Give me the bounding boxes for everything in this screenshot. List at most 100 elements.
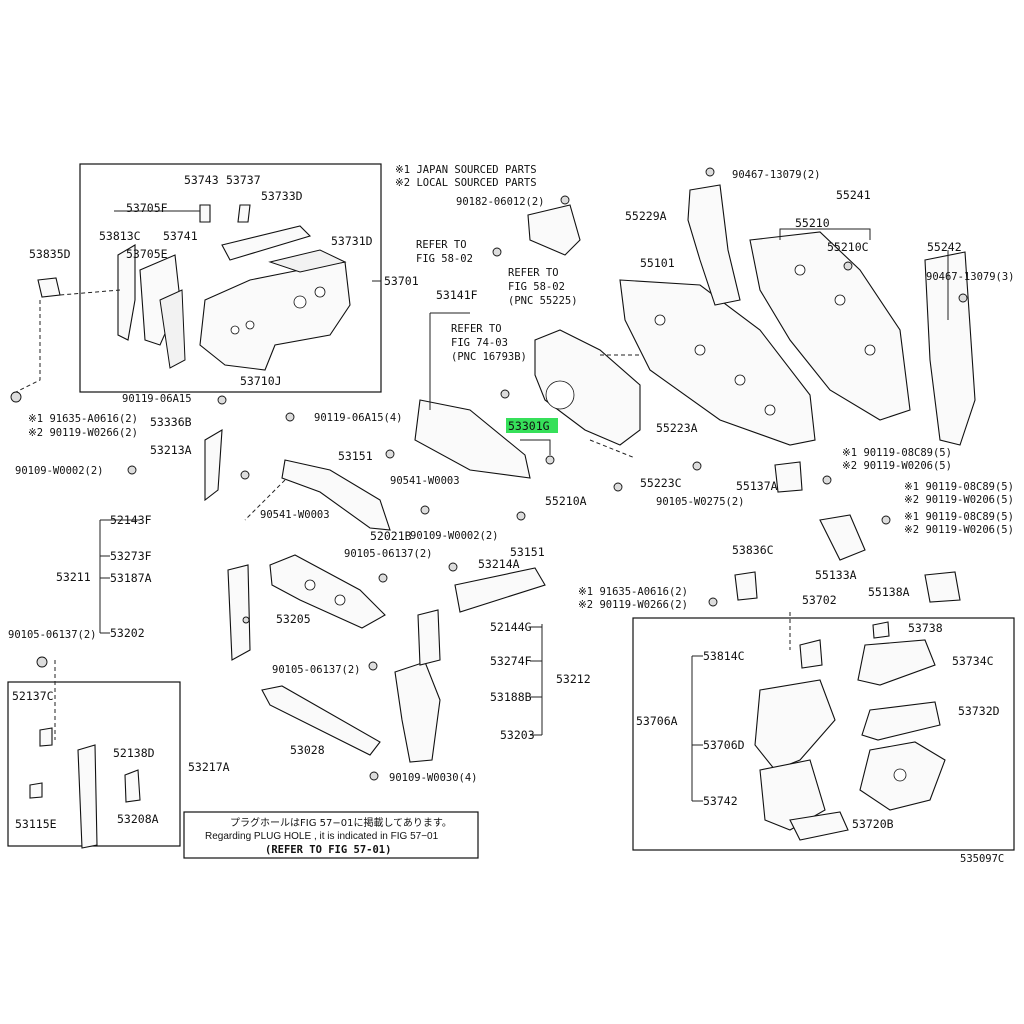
label-53205: 53205 [276,612,311,626]
label-55210: 55210 [795,216,830,230]
label-53151-b: 53151 [510,545,545,559]
label-53203: 53203 [500,728,535,742]
label-53336b: 53336B [150,415,192,429]
label-53702: 53702 [802,593,837,607]
label-90119-08c89-b: ※1 90119-08C89(5) [904,481,1014,493]
label-53743: 53743 [184,173,219,187]
label-ref-58b-2: FIG 58-02 [508,281,565,293]
legend-line-2: ※2 LOCAL SOURCED PARTS [395,177,537,189]
center-members-drawing [204,399,546,763]
label-53813c: 53813C [99,229,141,243]
label-ref-58-1: REFER TO [416,239,467,251]
note-english: Regarding PLUG HOLE , it is indicated in… [205,831,439,842]
label-55133a: 55133A [815,568,857,582]
label-52021b: 52021B [370,529,412,543]
label-53836c: 53836C [732,543,774,557]
label-52138d: 52138D [113,746,155,760]
label-53151-a: 53151 [338,449,373,463]
label-ref-58b-1: REFER TO [508,267,559,279]
label-90109-w0030: 90109-W0030(4) [389,772,478,784]
note-reference: (REFER TO FIG 57-01) [265,844,391,856]
label-53705e: 53705E [126,247,168,261]
label-53814c: 53814C [703,649,745,663]
note-japanese: プラグホールはFIG 57−01に掲載してあります。 [230,816,452,829]
label-53732d: 53732D [958,704,1000,718]
label-55223a: 55223A [656,421,698,435]
label-53214a: 53214A [478,557,520,571]
label-53835d: 53835D [29,247,71,261]
leader-lines [15,210,949,802]
apron-upper-assembly-drawing [117,204,351,371]
label-53738: 53738 [908,621,943,635]
label-55101: 55101 [640,256,675,270]
label-90119-06a15: 90119-06A15 [122,393,192,405]
label-90119-w0206-c: ※2 90119-W0206(5) [904,524,1014,536]
label-90541-w0003-a: 90541-W0003 [390,475,460,487]
label-55138a: 55138A [868,585,910,599]
label-ref-58b-3: (PNC 55225) [508,295,578,307]
label-55210c: 55210C [827,240,869,254]
label-53301g: 53301G [508,419,550,433]
label-90541-w0003-b: 90541-W0003 [260,509,330,521]
label-90109-w0002-b: 90109-W0002(2) [410,530,499,542]
label-53273f: 53273F [110,549,152,563]
label-52137c: 52137C [12,689,54,703]
label-55241: 55241 [836,188,871,202]
legend-line-1: ※1 JAPAN SOURCED PARTS [395,164,537,176]
label-55137a: 55137A [736,479,778,493]
label-53705f: 53705F [126,201,168,215]
label-53733d: 53733D [261,189,303,203]
label-53706a: 53706A [636,714,678,728]
label-90182-06012: 90182-06012(2) [456,196,545,208]
label-53731d: 53731D [331,234,373,248]
label-55210a: 55210A [545,494,587,508]
label-53742: 53742 [703,794,738,808]
label-90119-08c89-a: ※1 90119-08C89(5) [842,447,952,459]
highlight-53301g [506,418,558,433]
label-53734c: 53734C [952,654,994,668]
label-53706d: 53706D [703,738,745,752]
figure-id: 535097C [960,853,1004,865]
label-90119-08c89-c: ※1 90119-08C89(5) [904,511,1014,523]
label-53208a: 53208A [117,812,159,826]
frame-53702 [632,617,1015,851]
label-53274f: 53274F [490,654,532,668]
label-91635-a0616-b: ※1 91635-A0616(2) [578,586,688,598]
label-90467-13079-2: 90467-13079(2) [732,169,821,181]
label-53741: 53741 [163,229,198,243]
label-53710j: 53710J [240,374,282,388]
dash-panel-drawing [527,184,976,603]
label-90119-06a15-4: 90119-06A15(4) [314,412,403,424]
label-53028: 53028 [290,743,325,757]
label-ref-58-2: FIG 58-02 [416,253,473,265]
fasteners [10,167,968,781]
label-91635-a0616: ※1 91635-A0616(2) [28,413,138,425]
apron-lower-assembly-drawing [734,571,946,841]
label-53115e: 53115E [15,817,57,831]
label-53141f: 53141F [436,288,478,302]
label-52144g: 52144G [490,620,532,634]
label-53187a: 53187A [110,571,152,585]
label-53720b: 53720B [852,817,894,831]
label-90119-w0266: ※2 90119-W0266(2) [28,427,138,439]
bracket-52138d-drawing [124,769,141,803]
label-90119-w0206-b: ※2 90119-W0206(5) [904,494,1014,506]
bracket-53115e-drawing [29,782,43,799]
label-55242: 55242 [927,240,962,254]
label-52143f: 52143F [110,513,152,527]
label-90105-06137-a: 90105-06137(2) [8,629,97,641]
label-53213a: 53213A [150,443,192,457]
label-53188b: 53188B [490,690,532,704]
label-53212: 53212 [556,672,591,686]
label-ref-74-1: REFER TO [451,323,502,335]
label-90109-w0002: 90109-W0002(2) [15,465,104,477]
label-53211: 53211 [56,570,91,584]
label-90105-w0275: 90105-W0275(2) [656,496,745,508]
label-55223c: 55223C [640,476,682,490]
label-90467-13079-3: 90467-13079(3) [926,271,1015,283]
label-53202: 53202 [110,626,145,640]
label-53737: 53737 [226,173,261,187]
label-53701: 53701 [384,274,419,288]
label-90105-06137-c: 90105-06137(2) [272,664,361,676]
